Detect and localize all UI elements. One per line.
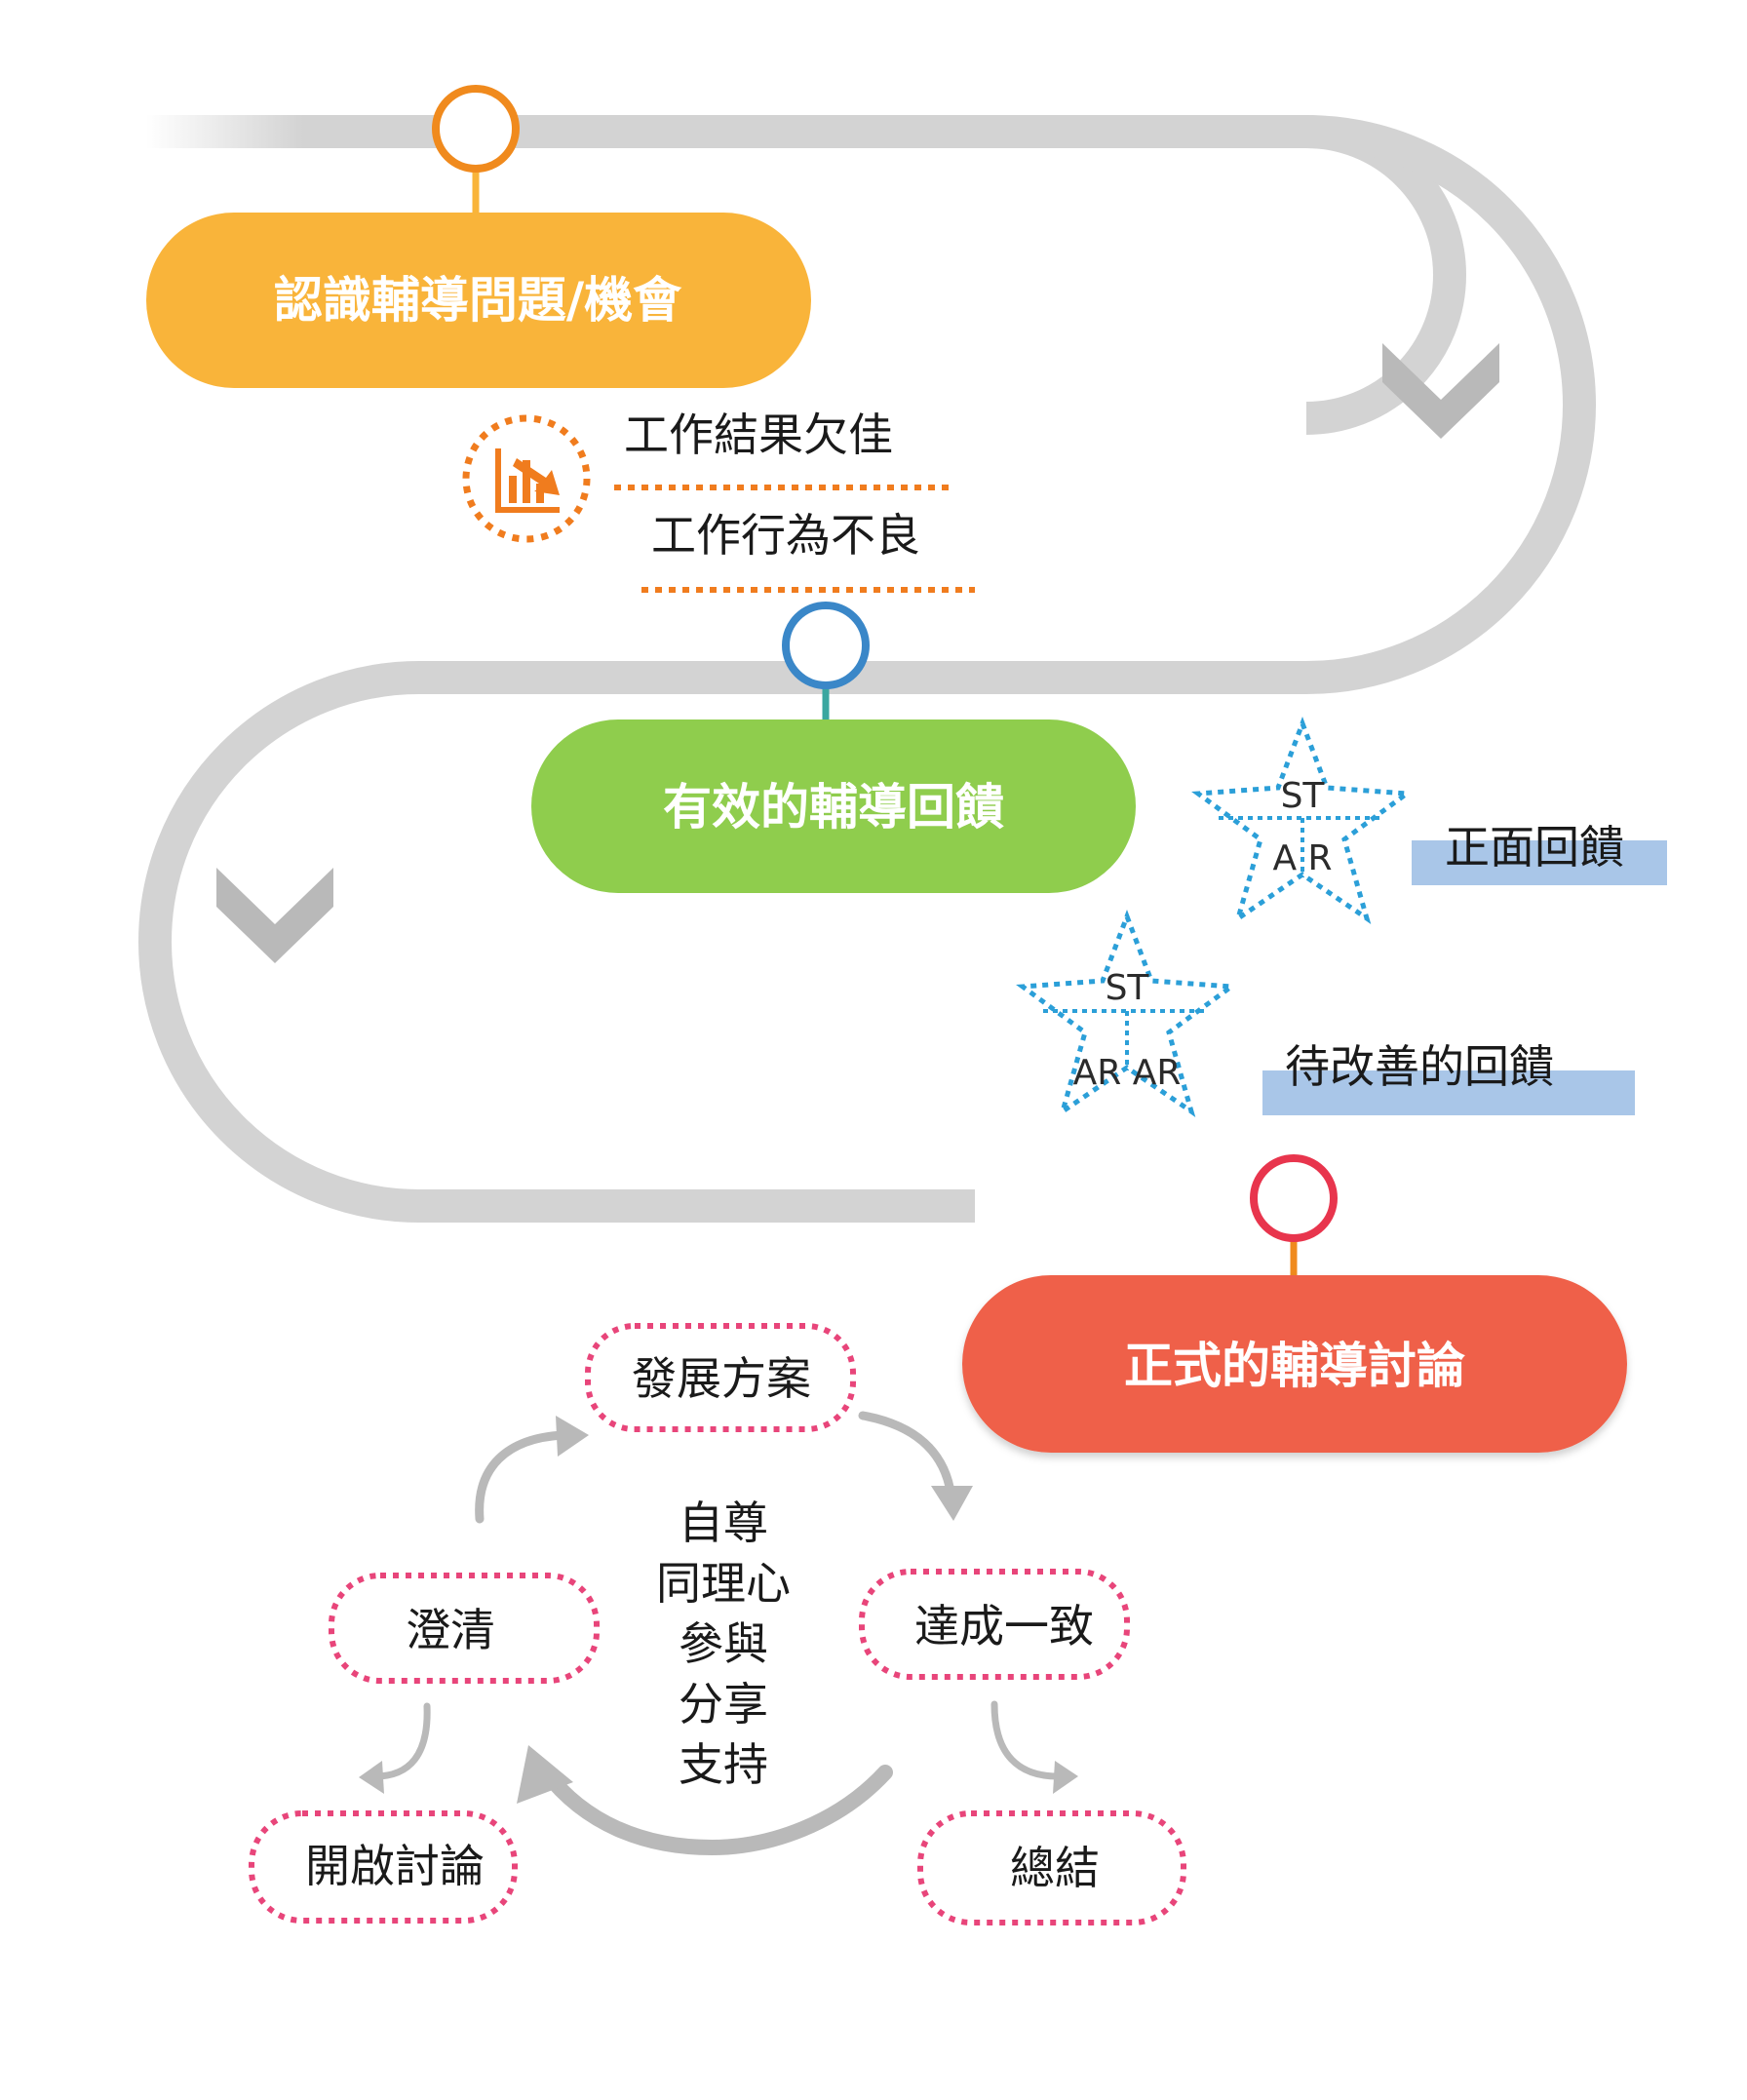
step-node-icon — [1250, 1154, 1338, 1242]
bar-chart-icon — [495, 448, 560, 513]
star-bottom-text: AR AR — [1073, 1053, 1182, 1093]
center-value: 分享 — [679, 1678, 768, 1731]
step-label: 有效的輔導回饋 — [663, 779, 1004, 836]
arrow-agree-to-summary — [990, 1700, 1062, 1780]
discussion-cycle: 自尊 同理心 參與 分享 支持 發展方案 澄清 達成一致 開啟討論 總結 — [249, 1323, 1186, 1925]
arrowhead-icon — [517, 1745, 573, 1804]
process-track — [138, 115, 1648, 1223]
step-label: 正式的輔導討論 — [1124, 1338, 1465, 1394]
star-top-text: ST — [1281, 776, 1326, 816]
stage-summary-label: 總結 — [1010, 1842, 1100, 1894]
star-top-text: ST — [1106, 968, 1150, 1008]
step-pill — [962, 1275, 1627, 1453]
stage-open-label: 開啟討論 — [305, 1840, 485, 1892]
chevron-down-icon — [1382, 343, 1499, 439]
arrow-develop-to-agree — [858, 1411, 955, 1497]
step-1: 認識輔導問題/機會 — [146, 85, 811, 388]
note-line-1: 工作結果欠佳 — [624, 408, 893, 461]
star-bottom-text: A R — [1272, 838, 1332, 878]
stage-open-box — [249, 1810, 518, 1924]
center-value: 參與 — [679, 1617, 768, 1670]
arrowhead-icon — [1053, 1761, 1078, 1794]
step-label: 認識輔導問題/機會 — [274, 272, 682, 329]
label-highlight — [1262, 1070, 1635, 1115]
feedback-label: 待改善的回饋 — [1285, 1040, 1554, 1093]
arrowhead-icon — [931, 1486, 973, 1521]
center-value: 同理心 — [656, 1557, 791, 1610]
step-node-icon — [782, 602, 870, 689]
chevron-down-icon — [216, 868, 333, 963]
step-pill — [146, 213, 811, 388]
feedback-improvement: ST AR AR 待改善的回饋 — [1016, 909, 1635, 1117]
feedback-positive: ST A R 正面回饋 — [1191, 716, 1667, 924]
note-line-2: 工作行為不良 — [651, 509, 920, 562]
declining-chart-icon — [462, 414, 591, 543]
center-value: 自尊 — [679, 1497, 768, 1549]
feedback-label: 正面回饋 — [1445, 821, 1624, 874]
arrowhead-icon — [556, 1416, 589, 1457]
step-2: 有效的輔導回饋 — [531, 602, 1136, 893]
arrow-summary-loop — [538, 1765, 893, 1856]
star-icon — [1016, 909, 1238, 1117]
stage-develop-label: 發展方案 — [632, 1352, 811, 1405]
stage-agree-label: 達成一致 — [914, 1600, 1094, 1653]
arrowhead-icon — [359, 1761, 384, 1794]
label-highlight — [1412, 840, 1667, 885]
center-value: 支持 — [679, 1738, 768, 1791]
star-icon — [1191, 716, 1414, 924]
cycle-arrows — [371, 1411, 1062, 1856]
problem-notes: 工作結果欠佳 工作行為不良 — [462, 408, 975, 593]
stage-summary-box — [917, 1810, 1186, 1925]
step-pill — [531, 719, 1136, 893]
arrow-clarify-to-open — [371, 1702, 431, 1780]
step-node-icon — [432, 85, 520, 173]
step-3: 正式的輔導討論 — [962, 1154, 1627, 1453]
arrow-clarify-to-develop — [475, 1430, 568, 1524]
stage-clarify-label: 澄清 — [406, 1604, 495, 1656]
